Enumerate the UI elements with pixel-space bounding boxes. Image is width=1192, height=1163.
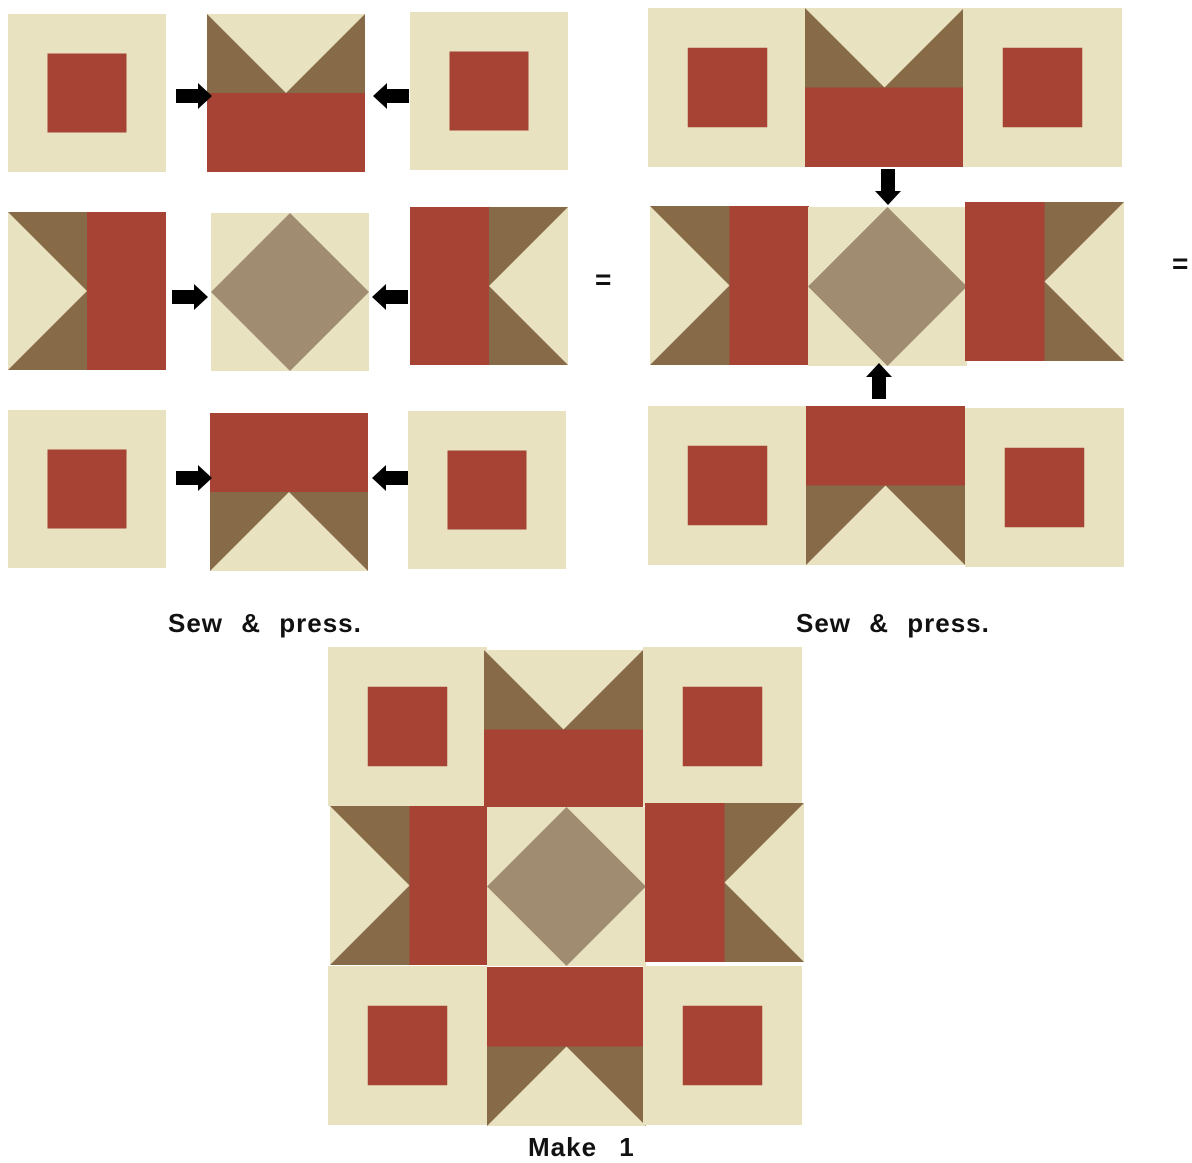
final-corner-block-bottom-right [643, 966, 802, 1125]
red-bar [965, 202, 1045, 361]
red-center-square [48, 54, 127, 133]
red-center-square [688, 446, 768, 526]
arrow-up-icon [866, 363, 892, 399]
red-bar [806, 406, 965, 486]
arrow-right-icon [176, 465, 212, 491]
final-geese-block-top [484, 650, 643, 809]
final-center-block [487, 807, 646, 966]
step2-corner-block-top-left [648, 8, 807, 167]
step3-caption: Make 1 [528, 1132, 635, 1163]
arrow-down-icon [875, 169, 901, 205]
step2-corner-block-bottom-left [648, 406, 807, 565]
red-center-square [368, 1006, 448, 1086]
final-geese-block-bottom [487, 967, 646, 1126]
arrow-left-icon [372, 284, 408, 310]
red-center-square [1005, 448, 1085, 528]
red-bar [730, 206, 810, 365]
red-bar [645, 803, 725, 962]
step1-geese-block-left [8, 212, 166, 370]
red-center-square [683, 687, 763, 767]
step1-corner-block-top-left [8, 14, 166, 172]
red-center-square [450, 52, 529, 131]
red-bar [484, 730, 643, 810]
step2-geese-block-bottom [806, 406, 965, 565]
arrow-left-icon [373, 83, 409, 109]
step1-center-block [211, 213, 369, 371]
step2-center-block [808, 207, 967, 366]
red-bar [210, 413, 368, 492]
arrow-right-icon [176, 83, 212, 109]
final-corner-block-top-left [328, 647, 487, 806]
equals-sign-2: = [1172, 248, 1188, 280]
red-center-square [368, 687, 448, 767]
step2-corner-block-bottom-right [965, 408, 1124, 567]
red-bar [805, 88, 964, 168]
equals-sign-1: = [595, 264, 611, 296]
red-center-square [1003, 48, 1083, 128]
final-corner-block-top-right [643, 647, 802, 806]
step2-corner-block-top-right [963, 8, 1122, 167]
final-corner-block-bottom-left [328, 966, 487, 1125]
red-center-square [688, 48, 768, 128]
step1-corner-block-top-right [410, 12, 568, 170]
step1-geese-block-right [410, 207, 568, 365]
final-geese-block-left [330, 806, 489, 965]
step2-geese-block-right [965, 202, 1124, 361]
step1-geese-block-top [207, 14, 365, 172]
red-center-square [48, 450, 127, 529]
red-bar [410, 207, 489, 365]
step2-caption: Sew & press. [796, 608, 990, 639]
final-geese-block-right [645, 803, 804, 962]
arrow-left-icon [372, 465, 408, 491]
red-center-square [683, 1006, 763, 1086]
step2-geese-block-top [805, 8, 964, 167]
step1-geese-block-bottom [210, 413, 368, 571]
red-bar [207, 93, 365, 172]
arrow-right-icon [172, 284, 208, 310]
step1-caption: Sew & press. [168, 608, 362, 639]
step1-corner-block-bottom-right [408, 411, 566, 569]
red-bar [410, 806, 490, 965]
red-bar [87, 212, 166, 370]
red-bar [487, 967, 646, 1047]
step1-corner-block-bottom-left [8, 410, 166, 568]
red-center-square [448, 451, 527, 530]
step2-geese-block-left [650, 206, 809, 365]
